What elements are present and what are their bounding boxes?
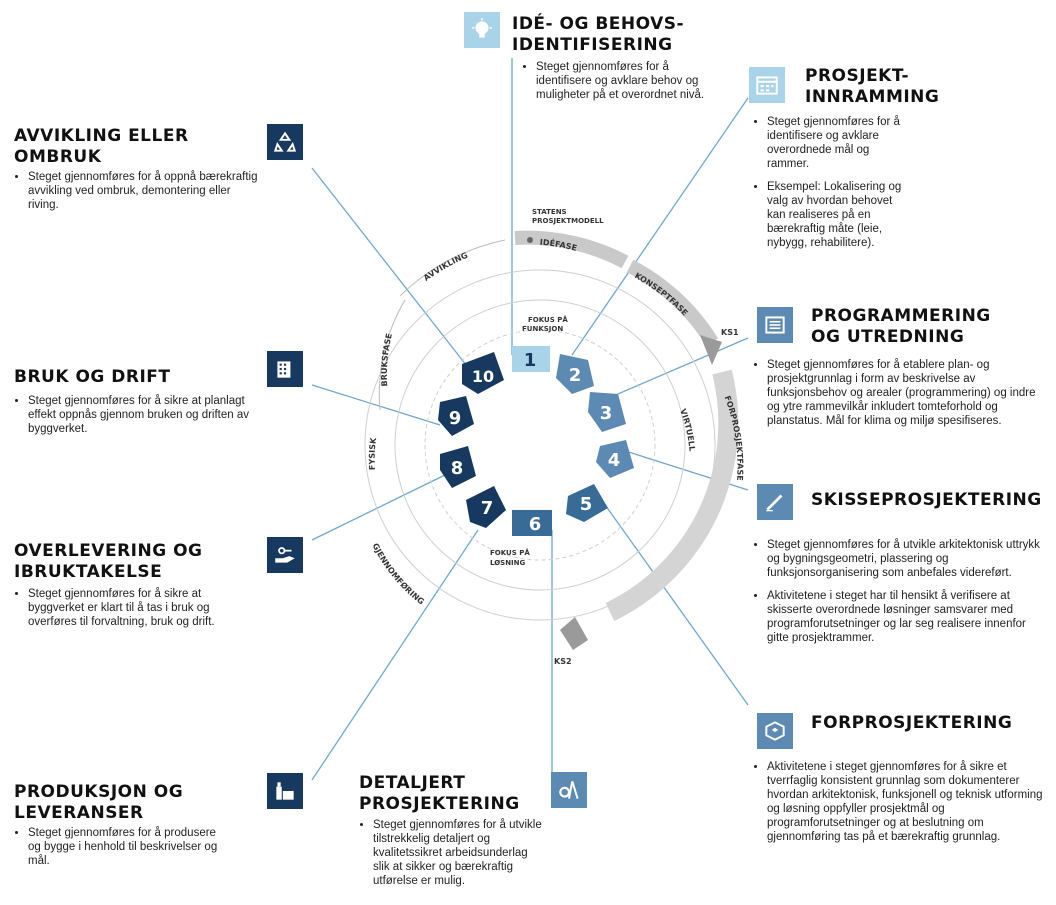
title-prosjekt: PROSJEKT- INNRAMMING [805, 66, 940, 107]
label-statens-2: PROSJEKTMODELL [532, 217, 604, 225]
body-bruk: Steget gjennomføres for å sikre at planl… [14, 394, 264, 445]
ide-bullet-1: Steget gjennomføres for å identifisere o… [536, 60, 722, 102]
title-detaljert: DETALJERT PROSJEKTERING [359, 773, 520, 814]
hand-key-icon [267, 537, 303, 573]
step-8: 8 [440, 446, 476, 488]
bruk-bullet-1: Steget gjennomføres for å sikre at planl… [28, 394, 264, 436]
svg-text:3: 3 [600, 403, 613, 424]
step-9: 9 [438, 396, 474, 436]
step-7: 7 [466, 486, 506, 528]
marker-dot [527, 237, 533, 243]
building-icon [267, 351, 303, 387]
avvikling-bullet-1: Steget gjennomføres for å oppnå bærekraf… [28, 170, 264, 212]
label-virtuell: VIRTUELL [678, 408, 696, 452]
factory-icon [267, 773, 303, 809]
title-skisse: SKISSEPROSJEKTERING [811, 490, 1042, 510]
produksjon-bullet-1: Steget gjennomføres for å produsere og b… [28, 826, 229, 868]
title-produksjon: PRODUKSJON OG LEVERANSER [14, 782, 184, 823]
step-3: 3 [588, 392, 626, 432]
label-fokus-funksjon-1: FOKUS PÅ [528, 315, 568, 324]
pen-icon [757, 484, 793, 520]
title-ide: IDÉ- OG BEHOVS- IDENTIFISERING [512, 14, 685, 55]
step-10: 10 [462, 352, 504, 394]
svg-text:2: 2 [569, 365, 582, 386]
label-ks2: KS2 [554, 657, 572, 666]
label-gjennomforing: GJENNOMFØRING [371, 542, 426, 607]
title-overlevering: OVERLEVERING OG IBRUKTAKELSE [14, 541, 203, 582]
phase-bands [378, 230, 739, 650]
label-fysisk: FYSISK [368, 436, 379, 470]
svg-text:8: 8 [451, 458, 464, 479]
overlevering-bullet-1: Steget gjennomføres for å sikre at byggv… [28, 587, 244, 629]
svg-text:5: 5 [580, 494, 593, 515]
title-avvikling: AVVIKLING ELLER OMBRUK [14, 126, 189, 167]
step-6: 6 [512, 510, 552, 536]
document-stack-icon [757, 307, 793, 343]
programmering-bullet-1: Steget gjennomføres for å etablere plan-… [767, 358, 1038, 428]
skisse-bullet-1: Steget gjennomføres for å utvikle arkite… [767, 538, 1048, 580]
svg-text:7: 7 [481, 498, 494, 519]
body-prosjekt: Steget gjennomføres for å identifisere o… [753, 115, 913, 259]
label-fokus-losning-1: FOKUS PÅ [490, 548, 530, 557]
title-forprosjekt: FORPROSJEKTERING [811, 713, 1013, 733]
svg-text:4: 4 [608, 450, 621, 471]
body-detaljert: Steget gjennomføres for å utvikle tilstr… [359, 818, 544, 897]
body-avvikling: Steget gjennomføres for å oppnå bærekraf… [14, 170, 264, 221]
cube-icon [757, 713, 793, 749]
svg-text:10: 10 [472, 367, 494, 386]
body-forprosjekt: Aktivitetene i steget gjennomføres for å… [753, 760, 1048, 853]
svg-text:1: 1 [524, 350, 537, 371]
title-programmering: PROGRAMMERING OG UTREDNING [811, 306, 991, 347]
detaljert-bullet-1: Steget gjennomføres for å utvikle tilstr… [373, 818, 544, 888]
step-5: 5 [566, 484, 608, 522]
svg-text:9: 9 [449, 408, 462, 429]
step-1: 1 [512, 346, 550, 372]
body-skisse: Steget gjennomføres for å utvikle arkite… [753, 538, 1048, 654]
body-overlevering: Steget gjennomføres for å sikre at byggv… [14, 587, 244, 638]
prosjekt-bullet-2: Eksempel: Lokalisering og valg av hvorda… [767, 180, 913, 250]
step-4: 4 [596, 440, 634, 478]
label-fokus-losning-2: LØSNING [490, 559, 526, 567]
title-bruk: BRUK OG DRIFT [14, 367, 171, 387]
step-2: 2 [556, 354, 594, 394]
gear-compass-icon [551, 772, 587, 808]
calendar-icon [749, 67, 785, 103]
label-fokus-funksjon-2: FUNKSJON [522, 325, 563, 333]
label-statens-1: STATENS [532, 208, 567, 216]
label-ks1: KS1 [721, 328, 739, 337]
label-avvikling: AVVIKLING [422, 251, 469, 283]
body-produksjon: Steget gjennomføres for å produsere og b… [14, 826, 229, 877]
svg-text:6: 6 [529, 514, 542, 535]
recycle-icon [267, 124, 303, 160]
thin-rings [364, 269, 716, 621]
label-bruksfase: BRUKSFASE [380, 332, 394, 386]
prosjekt-bullet-1: Steget gjennomføres for å identifisere o… [767, 115, 913, 171]
forprosjekt-bullet-1: Aktivitetene i steget gjennomføres for å… [767, 760, 1048, 844]
skisse-bullet-2: Aktivitetene i steget har til hensikt å … [767, 589, 1048, 645]
lightbulb-icon [464, 12, 500, 48]
body-programmering: Steget gjennomføres for å etablere plan-… [753, 358, 1038, 437]
body-ide: Steget gjennomføres for å identifisere o… [522, 60, 722, 111]
